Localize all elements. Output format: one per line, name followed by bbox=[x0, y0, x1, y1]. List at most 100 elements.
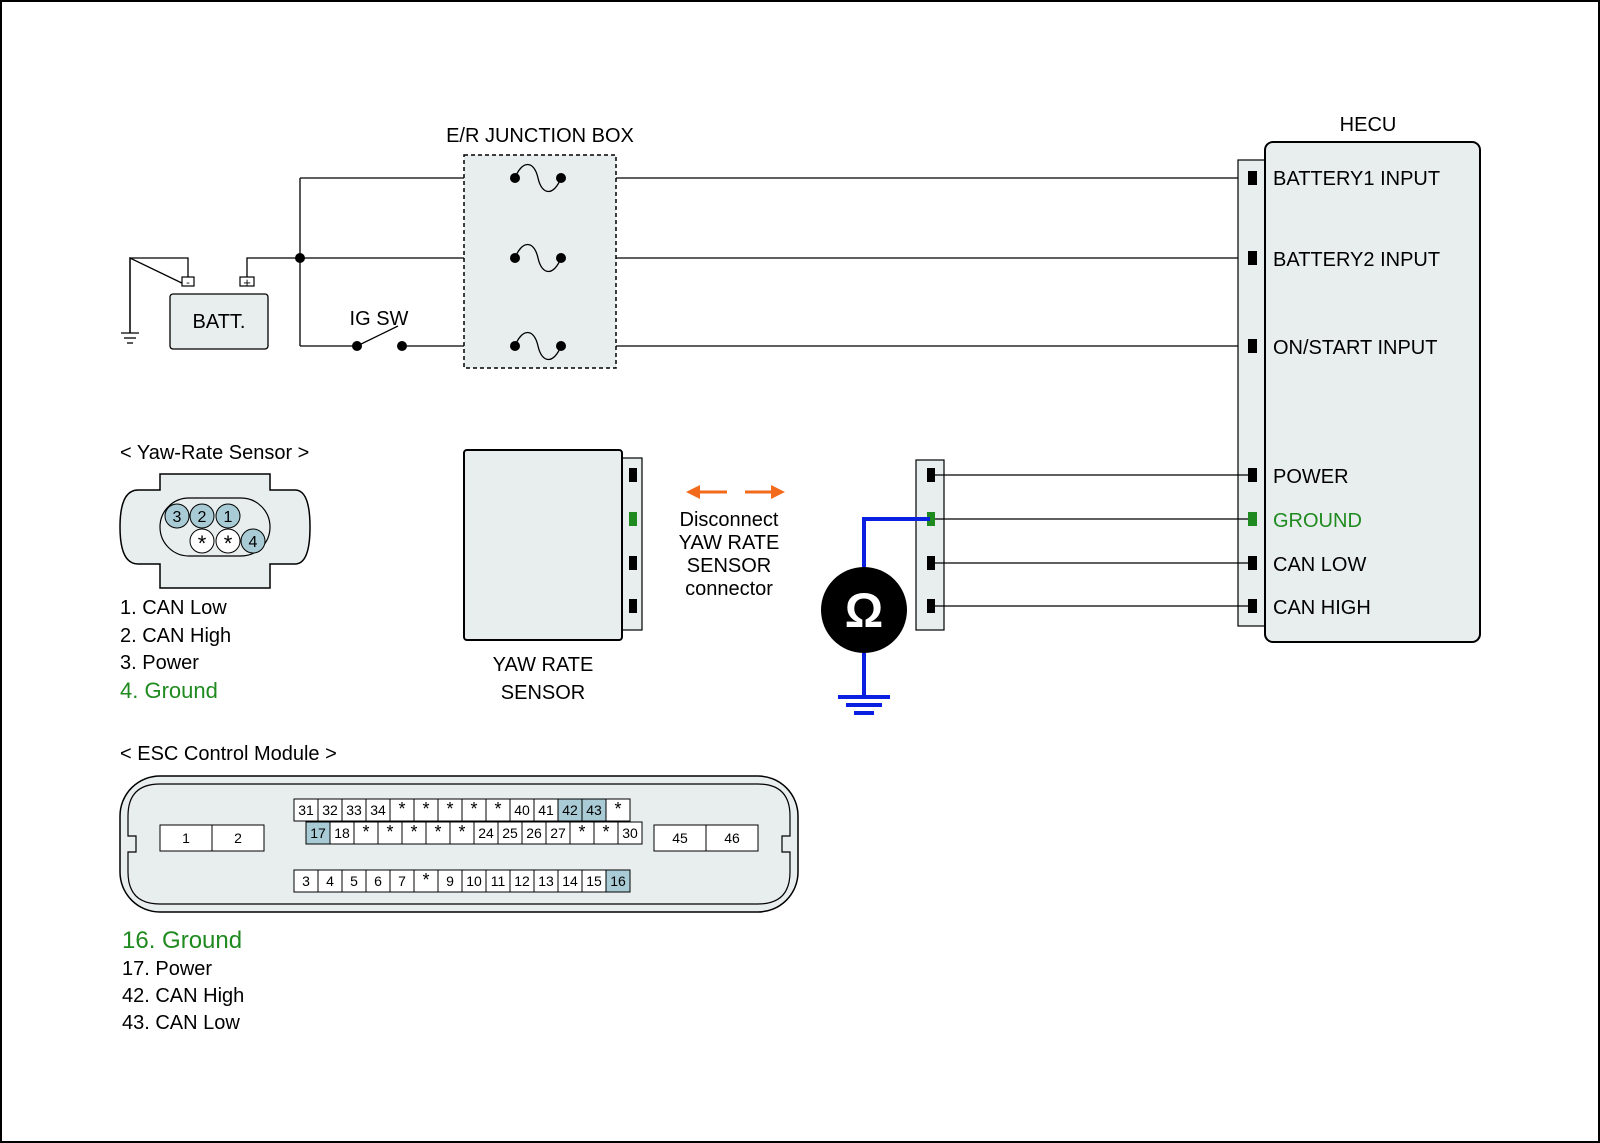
hecu-connector bbox=[1237, 159, 1269, 627]
battery-positive-wire bbox=[246, 257, 300, 283]
esc-pin-label: 4 bbox=[326, 873, 334, 889]
yaw-pin-empty-2: * bbox=[224, 531, 233, 556]
yaw-sensor-label-line2: SENSOR bbox=[501, 682, 585, 704]
yaw-pin-2: 2 bbox=[198, 509, 207, 526]
ohmmeter-body bbox=[821, 567, 907, 653]
esc-pin-label: 34 bbox=[370, 802, 386, 818]
yaw-legend-2: 2. CAN High bbox=[120, 625, 231, 647]
esc-pin-label: 24 bbox=[478, 825, 494, 841]
hecu-label-can-low: CAN LOW bbox=[1273, 554, 1366, 576]
battery-body bbox=[169, 293, 269, 350]
esc-pin-label: 27 bbox=[550, 825, 566, 841]
esc-pin-cell bbox=[605, 869, 631, 893]
esc-pin-label: * bbox=[434, 822, 441, 842]
yaw-pin-4: 4 bbox=[249, 534, 258, 551]
esc-pin-label: * bbox=[578, 822, 585, 842]
esc-pin-label: * bbox=[422, 799, 429, 819]
power-wiring bbox=[121, 177, 1248, 347]
esc-module-header: < ESC Control Module > bbox=[120, 743, 337, 765]
esc-pin-label: * bbox=[422, 870, 429, 890]
arrow-left-icon bbox=[686, 485, 700, 499]
disconnect-instruction: Disconnect YAW RATE SENSOR connector bbox=[679, 485, 785, 600]
esc-legend-17: 17. Power bbox=[122, 958, 212, 980]
esc-pin-label: * bbox=[410, 822, 417, 842]
hecu-title: HECU bbox=[1340, 114, 1397, 136]
esc-pin-cell bbox=[211, 824, 265, 852]
instruction-line1: Disconnect bbox=[680, 509, 779, 531]
yaw-sensor-label-line1: YAW RATE bbox=[493, 654, 594, 676]
esc-pin-label: 31 bbox=[298, 802, 314, 818]
esc-pin-label: 2 bbox=[234, 830, 242, 846]
hecu-label-can-high: CAN HIGH bbox=[1273, 597, 1371, 619]
hecu-label-on-start: ON/START INPUT bbox=[1273, 337, 1437, 359]
fuse-1 bbox=[514, 163, 562, 193]
esc-pin-label: 3 bbox=[302, 873, 310, 889]
yaw-pin-3: 3 bbox=[173, 509, 182, 526]
ig-switch-label: IG SW bbox=[350, 308, 409, 330]
harness-connector bbox=[915, 459, 1248, 631]
esc-pin-label: 17 bbox=[310, 825, 326, 841]
esc-pin-label: * bbox=[458, 822, 465, 842]
hecu-label-battery1: BATTERY1 INPUT bbox=[1273, 168, 1440, 190]
battery: - + BATT. bbox=[169, 275, 269, 350]
esc-pin-label: 12 bbox=[514, 873, 530, 889]
esc-pin-label: 11 bbox=[491, 873, 506, 889]
yaw-legend-4: 4. Ground bbox=[120, 678, 218, 703]
esc-pin-label: * bbox=[398, 799, 405, 819]
junction-box-body bbox=[463, 154, 617, 369]
ohmmeter: Ω bbox=[821, 517, 930, 715]
yaw-sensor-body bbox=[463, 449, 623, 641]
hecu-pin-battery1 bbox=[1248, 171, 1257, 185]
esc-pin-label: 15 bbox=[586, 873, 602, 889]
esc-pin-label: 9 bbox=[446, 873, 454, 889]
instruction-line2: YAW RATE bbox=[679, 532, 780, 554]
yaw-sensor-connector-view: < Yaw-Rate Sensor > 3 2 1 * * 4 1. CAN L… bbox=[119, 442, 311, 703]
yaw-sensor-header: < Yaw-Rate Sensor > bbox=[120, 442, 309, 464]
esc-pin-label: 25 bbox=[502, 825, 518, 841]
hecu-pin-ground bbox=[1248, 512, 1257, 526]
esc-pin-label: 30 bbox=[622, 825, 638, 841]
esc-pin-label: * bbox=[362, 822, 369, 842]
battery-neg-terminal-label: - bbox=[186, 277, 190, 289]
hecu: HECU BATTERY1 INPUT BATTERY2 INPUT ON/ST… bbox=[1237, 114, 1481, 643]
esc-pin-cell bbox=[705, 824, 759, 852]
esc-pin-label: 33 bbox=[346, 802, 362, 818]
instruction-line4: connector bbox=[685, 578, 773, 600]
bus-junction-dot bbox=[295, 253, 305, 263]
esc-pin-label: 1 bbox=[182, 830, 190, 846]
esc-pin-label: 10 bbox=[466, 873, 482, 889]
er-junction-box: E/R JUNCTION BOX bbox=[446, 125, 634, 369]
esc-pin-label: 7 bbox=[398, 873, 406, 889]
esc-pin-cell bbox=[617, 821, 643, 845]
esc-legend-16: 16. Ground bbox=[122, 927, 242, 954]
esc-pin-cell bbox=[605, 798, 631, 822]
battery-pos-terminal-label: + bbox=[243, 275, 251, 290]
esc-pin-label: 40 bbox=[514, 802, 530, 818]
junction-box-title: E/R JUNCTION BOX bbox=[446, 125, 634, 147]
hecu-pin-battery2 bbox=[1248, 251, 1257, 265]
yaw-pin-1: 1 bbox=[224, 509, 233, 526]
ohm-symbol: Ω bbox=[845, 585, 883, 638]
esc-pin-label: 26 bbox=[526, 825, 542, 841]
harness-pin-ground bbox=[927, 512, 935, 526]
esc-pin-label: * bbox=[446, 799, 453, 819]
esc-pin-label: 13 bbox=[538, 873, 554, 889]
esc-legend-43: 43. CAN Low bbox=[122, 1012, 240, 1034]
hecu-label-ground: GROUND bbox=[1273, 510, 1362, 532]
esc-pin-label: * bbox=[602, 822, 609, 842]
hecu-body bbox=[1264, 141, 1481, 643]
ig-switch: IG SW bbox=[350, 308, 409, 351]
fuse-2 bbox=[514, 243, 562, 273]
esc-pin-label: 18 bbox=[334, 825, 350, 841]
esc-pin-label: 6 bbox=[374, 873, 382, 889]
yaw-legend-1: 1. CAN Low bbox=[120, 597, 227, 619]
battery-negative-wire bbox=[129, 257, 189, 333]
hecu-pin-can-high bbox=[1248, 599, 1257, 613]
esc-pin-label: * bbox=[614, 799, 621, 819]
esc-pin-label: 41 bbox=[538, 802, 554, 818]
